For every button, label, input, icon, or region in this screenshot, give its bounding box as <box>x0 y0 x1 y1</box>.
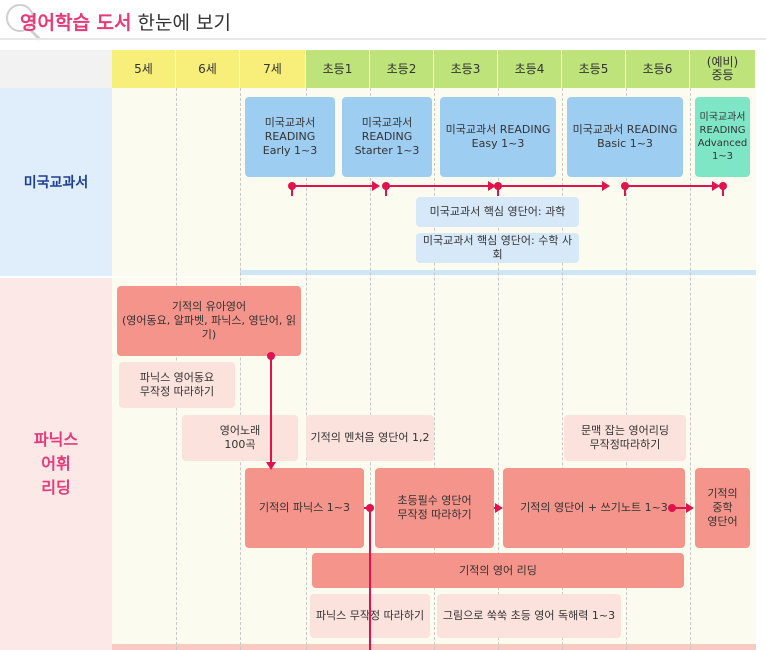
book-first-words[interactable]: 기적의 멘처음 영단어 1,2 <box>306 415 434 461</box>
arrow-head <box>372 181 380 191</box>
title-divider <box>0 38 766 40</box>
book-miracle-words[interactable]: 기적의 영단어 + 쓰기노트 1~3 <box>503 468 685 548</box>
arrow-infant-phonics <box>270 356 272 464</box>
book-us-reading-basic[interactable]: 미국교과서 READING Basic 1~3 <box>567 97 683 177</box>
book-us-vocab-math[interactable]: 미국교과서 핵심 영단어: 수학 사회 <box>416 233 579 263</box>
grid-line <box>306 88 307 650</box>
arrow-early-starter <box>292 185 374 187</box>
arrow-tick <box>624 186 626 196</box>
col-e4: 초등4 <box>498 50 562 88</box>
col-e5: 초등5 <box>562 50 626 88</box>
arrow-phonics-down <box>369 511 371 650</box>
phonics-section-label-bg <box>0 278 112 650</box>
book-miracle-infant[interactable]: 기적의 유아영어 (영어동요, 알파벳, 파닉스, 영단어, 읽기) <box>117 286 301 356</box>
arrow-dot <box>267 352 275 360</box>
grid-line <box>498 88 499 650</box>
col-e1: 초등1 <box>306 50 370 88</box>
arrow-head-down <box>266 462 276 470</box>
arrow-head <box>602 181 610 191</box>
book-middle-words[interactable]: 기적의 중학 영단어 <box>695 468 750 548</box>
grid-line <box>690 88 691 650</box>
arrow-basic-advanced <box>628 185 714 187</box>
book-us-reading-easy[interactable]: 미국교과서 READING Easy 1~3 <box>440 97 556 177</box>
book-miracle-phonics[interactable]: 기적의 파닉스 1~3 <box>245 468 364 548</box>
arrow-tick <box>722 186 724 196</box>
book-phonics-song[interactable]: 파닉스 영어동요 무작정 따라하기 <box>119 362 235 408</box>
arrow-dot <box>366 504 374 512</box>
title-rest: 한눈에 보기 <box>131 12 231 34</box>
arrow-tick <box>385 186 387 196</box>
arrow-dot <box>668 504 676 512</box>
book-miracle-reading[interactable]: 기적의 영어 리딩 <box>312 553 684 588</box>
arrow-starter-easy <box>386 185 490 187</box>
col-7y: 7세 <box>240 50 306 88</box>
grid-line <box>240 88 241 650</box>
arrow-tick <box>497 186 499 196</box>
grid-line <box>370 88 371 650</box>
book-picture-reading[interactable]: 그림으로 쑥쑥 초등 영어 독해력 1~3 <box>437 594 621 638</box>
col-e6: 초등6 <box>626 50 690 88</box>
grid-line <box>562 88 563 650</box>
col-6y: 6세 <box>176 50 240 88</box>
page-title: 영어학습 도서 한눈에 보기 <box>20 8 231 35</box>
arrow-words-middle <box>672 507 688 509</box>
col-middle: (예비) 중등 <box>690 50 756 88</box>
col-5y: 5세 <box>112 50 176 88</box>
arrow-head <box>686 503 694 513</box>
book-us-reading-starter[interactable]: 미국교과서 READING Starter 1~3 <box>342 97 432 177</box>
book-context-reading[interactable]: 문맥 잡는 영어리딩 무작정따라하기 <box>564 415 686 461</box>
book-us-vocab-science[interactable]: 미국교과서 핵심 영단어: 과학 <box>416 197 579 227</box>
search-icon <box>6 4 34 32</box>
arrow-easy-basic <box>500 185 604 187</box>
arrow-head <box>488 181 496 191</box>
book-essential-words[interactable]: 초등필수 영단어 무작정 따라하기 <box>375 468 494 548</box>
section-label-us: 미국교과서 <box>23 175 89 191</box>
us-section-label-bg <box>0 88 112 276</box>
grid-line <box>626 88 627 650</box>
col-e2: 초등2 <box>370 50 434 88</box>
col-e3: 초등3 <box>434 50 498 88</box>
header-corner <box>0 50 112 88</box>
title-accent: 영어학습 도서 <box>20 12 132 34</box>
arrow-head <box>712 181 720 191</box>
book-song-100[interactable]: 영어노래 100곡 <box>182 415 298 461</box>
book-us-reading-early[interactable]: 미국교과서 READING Early 1~3 <box>245 97 335 177</box>
book-us-reading-advanced[interactable]: 미국교과서 READING Advanced 1~3 <box>695 97 750 177</box>
arrow-tick <box>291 186 293 196</box>
grid-line <box>434 88 435 650</box>
arrow-head <box>495 503 503 513</box>
section-label-phonics: 파닉스 어휘 리딩 <box>33 430 79 497</box>
